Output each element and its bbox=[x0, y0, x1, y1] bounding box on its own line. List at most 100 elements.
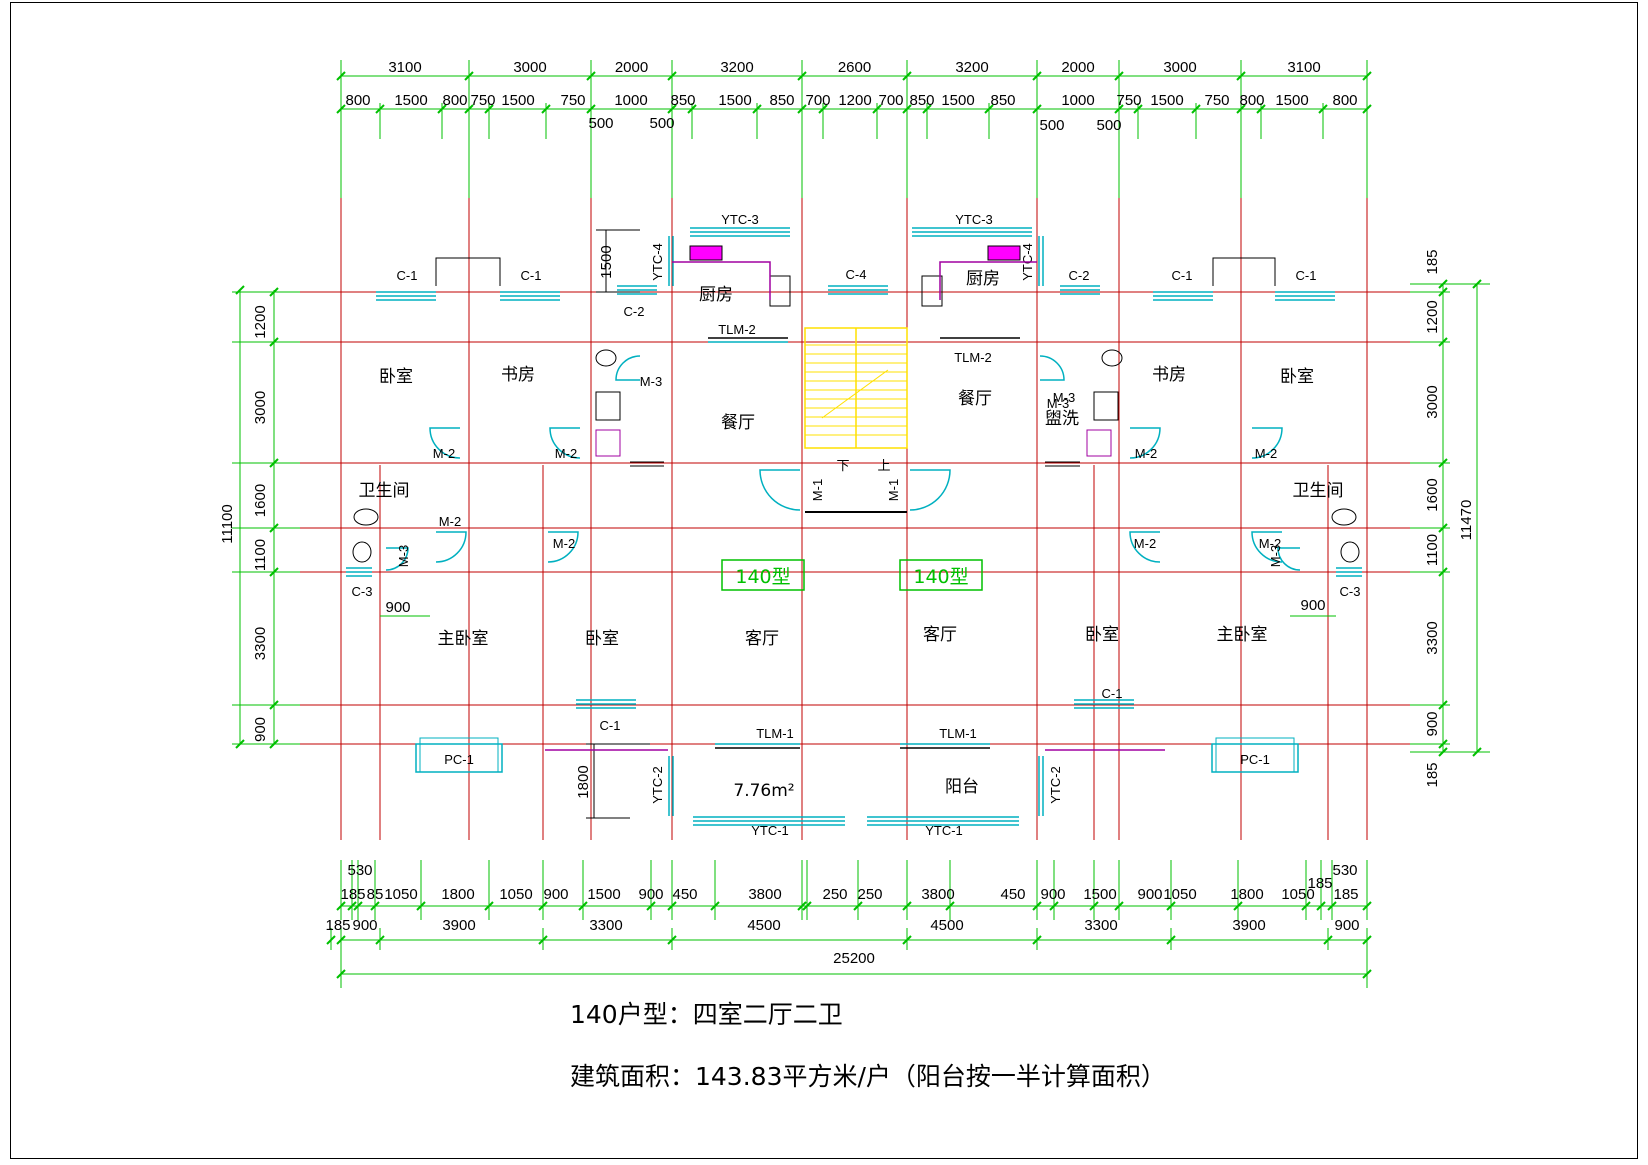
dim-top-2: 1500 bbox=[1150, 92, 1183, 109]
door-m3 bbox=[1277, 547, 1301, 571]
dim-tick bbox=[336, 901, 346, 911]
area-caption: 建筑面积：143.83平方米/户（阳台按一半计算面积） bbox=[570, 1062, 1166, 1091]
dim-tick bbox=[336, 969, 346, 979]
dim-right: 185 bbox=[1424, 249, 1441, 274]
tag-m2: M-2 bbox=[439, 514, 461, 529]
tag-m2: M-2 bbox=[553, 536, 575, 551]
tag-c1: C-1 bbox=[1296, 268, 1317, 283]
dim-top-1: 2000 bbox=[1061, 59, 1094, 76]
toilet bbox=[1331, 508, 1357, 526]
kitchen-counter bbox=[672, 261, 771, 300]
kitchen-sink bbox=[987, 245, 1021, 261]
door-m2 bbox=[1251, 531, 1283, 563]
room-label: 厨房 bbox=[699, 285, 733, 305]
tag-c2: C-2 bbox=[624, 304, 645, 319]
tag-ytc3: YTC-3 bbox=[955, 212, 993, 227]
dim-top-1: 3100 bbox=[388, 59, 421, 76]
dim-top-2: 1500 bbox=[501, 92, 534, 109]
dim-top-2: 850 bbox=[670, 92, 695, 109]
dim-top-2: 1000 bbox=[614, 92, 647, 109]
tag-m2: M-2 bbox=[555, 446, 577, 461]
unit-type-right: 140型 bbox=[913, 566, 968, 588]
door-m1 bbox=[909, 469, 951, 511]
dim-tick bbox=[370, 901, 380, 911]
dim-tick bbox=[922, 104, 932, 114]
stair-mark-down: 下 bbox=[836, 458, 849, 473]
door-m3 bbox=[385, 547, 409, 571]
room-label: 盥洗 bbox=[1045, 409, 1079, 429]
side-dim-1500: 1500 bbox=[598, 245, 615, 278]
dim-top-3: 500 bbox=[1039, 117, 1064, 134]
dim-tick bbox=[902, 104, 912, 114]
dim-bottom-2: 4500 bbox=[747, 917, 780, 934]
dim-top-2: 1200 bbox=[838, 92, 871, 109]
bay-window-pc1 bbox=[1215, 737, 1295, 773]
room-label: 书房 bbox=[1152, 365, 1186, 385]
room-label: 餐厅 bbox=[721, 413, 755, 433]
tag-c1: C-1 bbox=[397, 268, 418, 283]
door-m1 bbox=[759, 469, 801, 511]
dim-tick bbox=[269, 739, 279, 749]
dim-bottom-2: 3300 bbox=[1084, 917, 1117, 934]
dim-tick bbox=[1362, 969, 1372, 979]
door-m2 bbox=[429, 427, 461, 459]
bathtub bbox=[1093, 391, 1119, 421]
dim-900-right: 900 bbox=[1300, 597, 1325, 614]
door-m2 bbox=[1129, 427, 1161, 459]
dim-tick bbox=[1318, 104, 1328, 114]
room-label: 书房 bbox=[501, 365, 535, 385]
dim-tick bbox=[1236, 104, 1246, 114]
dim-tick bbox=[336, 935, 346, 945]
room-label: 客厅 bbox=[745, 629, 779, 649]
dim-tick bbox=[464, 104, 474, 114]
dim-tick bbox=[269, 567, 279, 577]
dim-tick bbox=[1362, 901, 1372, 911]
dim-tick bbox=[269, 700, 279, 710]
dim-900-left: 900 bbox=[385, 599, 410, 616]
tag-c4: C-4 bbox=[846, 267, 867, 282]
dim-tick bbox=[326, 935, 336, 945]
dim-tick bbox=[1472, 279, 1482, 289]
dim-bottom-2: 3900 bbox=[442, 917, 475, 934]
dim-tick bbox=[1472, 747, 1482, 757]
dim-tick bbox=[1316, 901, 1326, 911]
room-label: 卧室 bbox=[1280, 367, 1314, 387]
dim-tick bbox=[336, 104, 346, 114]
tag-m3: M-3 bbox=[1268, 545, 1283, 567]
dim-tick bbox=[1114, 104, 1124, 114]
room-label: 卧室 bbox=[379, 367, 413, 387]
dim-bottom-2: 3900 bbox=[1232, 917, 1265, 934]
dim-tick bbox=[353, 901, 363, 911]
dim-tick bbox=[1032, 104, 1042, 114]
dim-bottom-total: 25200 bbox=[833, 950, 875, 967]
dim-tick bbox=[1049, 901, 1059, 911]
dim-right: 3000 bbox=[1424, 385, 1441, 418]
dim-right: 185 bbox=[1424, 762, 1441, 787]
toilet bbox=[1101, 349, 1123, 367]
tag-pc1: PC-1 bbox=[1240, 752, 1270, 767]
dim-top-1: 3000 bbox=[513, 59, 546, 76]
parapet bbox=[435, 257, 501, 286]
dim-top-1: 2000 bbox=[615, 59, 648, 76]
tag-m1: M-1 bbox=[810, 479, 825, 501]
side-dim-1800: 1800 bbox=[575, 765, 592, 798]
dim-bottom-1: 900 bbox=[1137, 886, 1162, 903]
dim-tick bbox=[1114, 901, 1124, 911]
dim-left: 1600 bbox=[252, 484, 269, 517]
dim-tick bbox=[538, 935, 548, 945]
dim-right: 3300 bbox=[1424, 621, 1441, 654]
dim-tick bbox=[235, 285, 245, 295]
tag-ytc2: YTC-2 bbox=[650, 766, 665, 804]
room-label: 卫生间 bbox=[359, 481, 410, 501]
tag-m2: M-2 bbox=[1259, 536, 1281, 551]
dim-top-1: 3000 bbox=[1163, 59, 1196, 76]
basin bbox=[1340, 541, 1360, 563]
tag-m2: M-2 bbox=[433, 446, 455, 461]
tag-tlm1: TLM-1 bbox=[939, 726, 977, 741]
dim-right: 1100 bbox=[1424, 534, 1441, 566]
tag-m3: M-3 bbox=[640, 374, 662, 389]
dim-top-2: 700 bbox=[878, 92, 903, 109]
dim-top-2: 800 bbox=[345, 92, 370, 109]
dim-tick bbox=[853, 901, 863, 911]
dim-top-2: 800 bbox=[442, 92, 467, 109]
